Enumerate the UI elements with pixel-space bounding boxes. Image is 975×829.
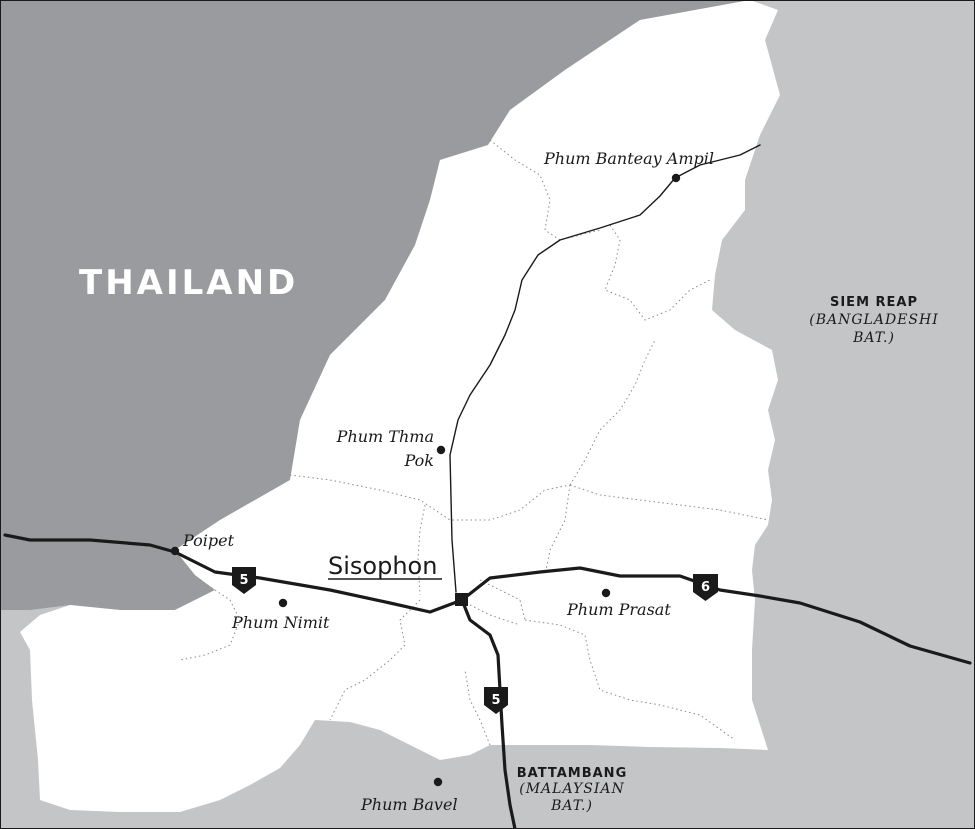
battambang-sublabel-line2: BAT.) — [550, 798, 593, 814]
town-dot-thma-pok — [436, 445, 446, 455]
province-area — [20, 0, 780, 812]
town-dot-poipet — [170, 546, 180, 556]
thailand-area — [0, 0, 750, 610]
highway-6-number: 6 — [701, 580, 710, 595]
battambang-sublabel-line1: (MALAYSIAN — [519, 781, 624, 797]
thma-pok-label-line2: Pok — [404, 451, 434, 470]
poipet-label: Poipet — [182, 531, 235, 550]
town-dot-bavel — [433, 777, 443, 787]
bavel-label: Phum Bavel — [360, 795, 458, 814]
town-dot-nimit — [278, 598, 288, 608]
prasat-label: Phum Prasat — [566, 600, 671, 619]
siem-reap-sublabel-line1: (BANGLADESHI — [809, 312, 938, 328]
highway-5-number: 5 — [239, 573, 248, 588]
town-dot-banteay-ampil — [671, 173, 681, 183]
district-boundaries — [179, 139, 769, 746]
highway-5-shield-south: 5 — [484, 687, 508, 714]
siem-reap-sublabel-line2: BAT.) — [852, 330, 895, 346]
siem-reap-label: SIEM REAP — [830, 295, 918, 310]
banteay-ampil-label: Phum Banteay Ampil — [543, 149, 714, 168]
highway-5-number: 5 — [491, 693, 500, 708]
capital-marker — [455, 593, 468, 606]
town-markers — [170, 173, 681, 787]
highway-6-shield: 6 — [693, 574, 718, 601]
thma-pok-label-line1: Phum Thma — [336, 427, 434, 446]
town-dot-prasat — [601, 588, 611, 598]
nimit-label: Phum Nimit — [231, 613, 330, 632]
thailand-label: THAILAND — [79, 263, 298, 303]
battambang-label: BATTAMBANG — [517, 766, 628, 781]
route-5-west-road — [3, 533, 464, 614]
highway-5-shield-west: 5 — [232, 567, 256, 594]
sisophon-label: Sisophon — [328, 552, 437, 580]
